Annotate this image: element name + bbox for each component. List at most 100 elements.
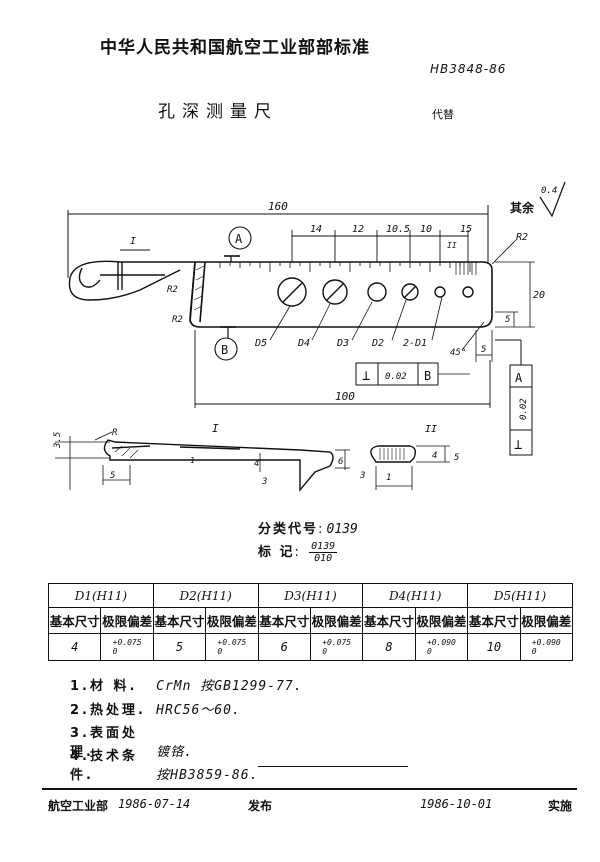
datum-b-label: B: [221, 343, 228, 357]
col-basic: 基本尺寸: [152, 607, 207, 634]
dim-4-section: 4: [254, 459, 259, 469]
footer-effective-label: 实施: [548, 799, 573, 813]
dim-5-section-II: 5: [454, 453, 459, 463]
technical-drawing: 其余 0.4 160 14 12 10.5 10 15 I II A R2: [53, 181, 566, 492]
footer-issuer: 航空工业部: [48, 799, 109, 813]
roughness-prefix: 其余: [510, 200, 535, 215]
marking: 标 记: 0139 010: [258, 541, 338, 564]
footer-rule: [42, 788, 577, 790]
spacing-10: 10: [420, 224, 432, 235]
tolerance-frame-a: [495, 339, 533, 456]
basic-size-d4: 8: [362, 633, 416, 661]
radius-r-label: R: [112, 428, 118, 438]
spacing-15: 15: [460, 224, 472, 235]
radius-r2-left: R2: [172, 315, 183, 325]
spacing-12: 12: [352, 224, 364, 235]
classification-value: 0139: [326, 522, 358, 537]
dim-1-section: 1: [190, 456, 195, 465]
hole-d2-label: D2: [371, 338, 384, 349]
width-20-label: 20: [533, 290, 545, 301]
note-value: 按HB3859-86.: [156, 768, 259, 783]
footer-effective-date: 1986-10-01: [420, 797, 493, 811]
lower-dev: 0: [217, 646, 223, 656]
upper-dev: +0.090: [531, 637, 561, 647]
note-value: CrMn 按GB1299-77.: [156, 679, 303, 694]
overall-length-label: 160: [268, 200, 288, 213]
radius-r2-label: R2: [516, 232, 528, 243]
marking-denominator: 010: [314, 553, 333, 564]
col-basic: 基本尺寸: [257, 607, 311, 634]
dim-6-section: 6: [338, 457, 343, 467]
hole-d4-label: D4: [297, 338, 310, 349]
notes-underline: [258, 766, 408, 767]
hole-2d1-label: 2-D1: [403, 338, 427, 349]
dim-1-section-II: 1: [386, 473, 391, 483]
hole-d3-label: D3: [336, 338, 349, 349]
spacing-10-5: 10.5: [386, 224, 410, 235]
col-dev: 极限偏差: [309, 607, 364, 634]
ruler-body: [189, 261, 493, 328]
col-dev: 极限偏差: [100, 607, 154, 634]
dim-4-section-II: 4: [432, 451, 437, 461]
col-basic: 基本尺寸: [47, 607, 102, 634]
standard-authority: 中华人民共和国航空工业部部标准: [100, 38, 370, 58]
standard-code: HB3848-86: [430, 62, 507, 76]
replaces-label: 代替: [432, 108, 454, 121]
upper-dev: +0.075: [112, 637, 142, 647]
basic-size-d1: 4: [47, 633, 102, 661]
view-I-marker: I: [130, 236, 136, 247]
note-heat-treatment: 2.热处理. HRC56～60.: [70, 699, 241, 718]
document-title: 孔深测量尺: [158, 102, 278, 122]
upper-dev: +0.090: [426, 637, 456, 647]
perpendicular-icon-a: ⊥: [514, 437, 522, 453]
step-5b-label: 5: [481, 345, 486, 355]
dim-5-section: 5: [110, 471, 115, 481]
section-II-title: II: [425, 424, 437, 435]
footer-issue-label: 发布: [248, 799, 273, 813]
note-key: 3.表面处理.: [70, 726, 138, 760]
roughness-value: 0.4: [541, 186, 557, 196]
classification-label: 分类代号: [258, 522, 319, 537]
inner-length-label: 100: [335, 390, 355, 403]
upper-dev: +0.075: [322, 637, 352, 647]
tolerance-value-a: 0.02: [519, 398, 529, 420]
spacing-14: 14: [310, 224, 322, 235]
dim-3-section-II: 3: [359, 471, 365, 481]
datum-a-label: A: [235, 232, 243, 246]
tolerance-table: D1(H11) D2(H11) D3(H11) D4(H11) D5(H11) …: [47, 583, 574, 661]
note-technical-conditions: 4.技术条件. 按HB3859-86.: [70, 745, 258, 783]
marking-label: 标 记: [258, 545, 295, 560]
group-d5: D5(H11): [467, 583, 573, 608]
col-dev: 极限偏差: [414, 607, 469, 634]
roughness-symbol-icon: [539, 181, 566, 218]
basic-size-d2: 5: [152, 633, 207, 661]
view-II-marker: II: [447, 241, 457, 250]
col-dev: 极限偏差: [519, 607, 574, 634]
note-key: 4.技术条件.: [70, 749, 138, 783]
perpendicular-icon: ⊥: [362, 368, 370, 384]
note-surface-treatment: 3.表面处理. 镀铬.: [70, 722, 193, 760]
note-value: 镀铬.: [156, 745, 193, 760]
lower-dev: 0: [426, 646, 432, 656]
lower-dev: 0: [322, 646, 328, 656]
section-I-profile: [103, 439, 334, 492]
footer-issue-date: 1986-07-14: [118, 797, 191, 811]
hole-d5-label: D5: [254, 338, 267, 349]
holes: [277, 277, 474, 307]
tolerance-value-b: 0.02: [385, 372, 407, 382]
group-d4: D4(H11): [362, 583, 469, 608]
handle-outline: [68, 260, 195, 301]
col-dev: 极限偏差: [205, 607, 259, 634]
upper-dev: +0.075: [217, 637, 247, 647]
radius-r2-small: R2: [167, 285, 178, 295]
chamfer-label: 45°: [450, 348, 466, 358]
note-material: 1.材 料. CrMn 按GB1299-77.: [70, 675, 303, 694]
dim-3-section: 3: [261, 477, 267, 487]
col-basic: 基本尺寸: [467, 607, 521, 634]
lower-dev: 0: [112, 646, 118, 656]
